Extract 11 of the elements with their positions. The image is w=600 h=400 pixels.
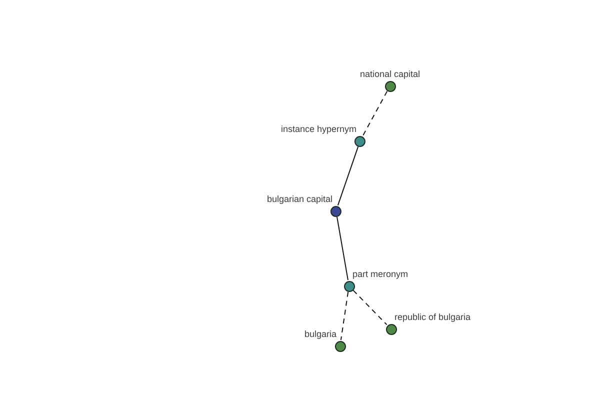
node-label: part meronym <box>352 268 408 280</box>
node-label: bulgaria <box>304 328 336 340</box>
dashed-connector <box>362 90 388 136</box>
node-label: bulgarian capital <box>266 194 332 204</box>
dashed-connector <box>340 291 349 341</box>
node-label: national capital <box>360 68 420 80</box>
node-label: instance hypernym <box>280 124 356 134</box>
node-label: republic of bulgaria <box>394 312 471 322</box>
dashed-connector <box>352 290 388 326</box>
connector-line <box>337 146 359 206</box>
connector-line <box>336 216 348 281</box>
